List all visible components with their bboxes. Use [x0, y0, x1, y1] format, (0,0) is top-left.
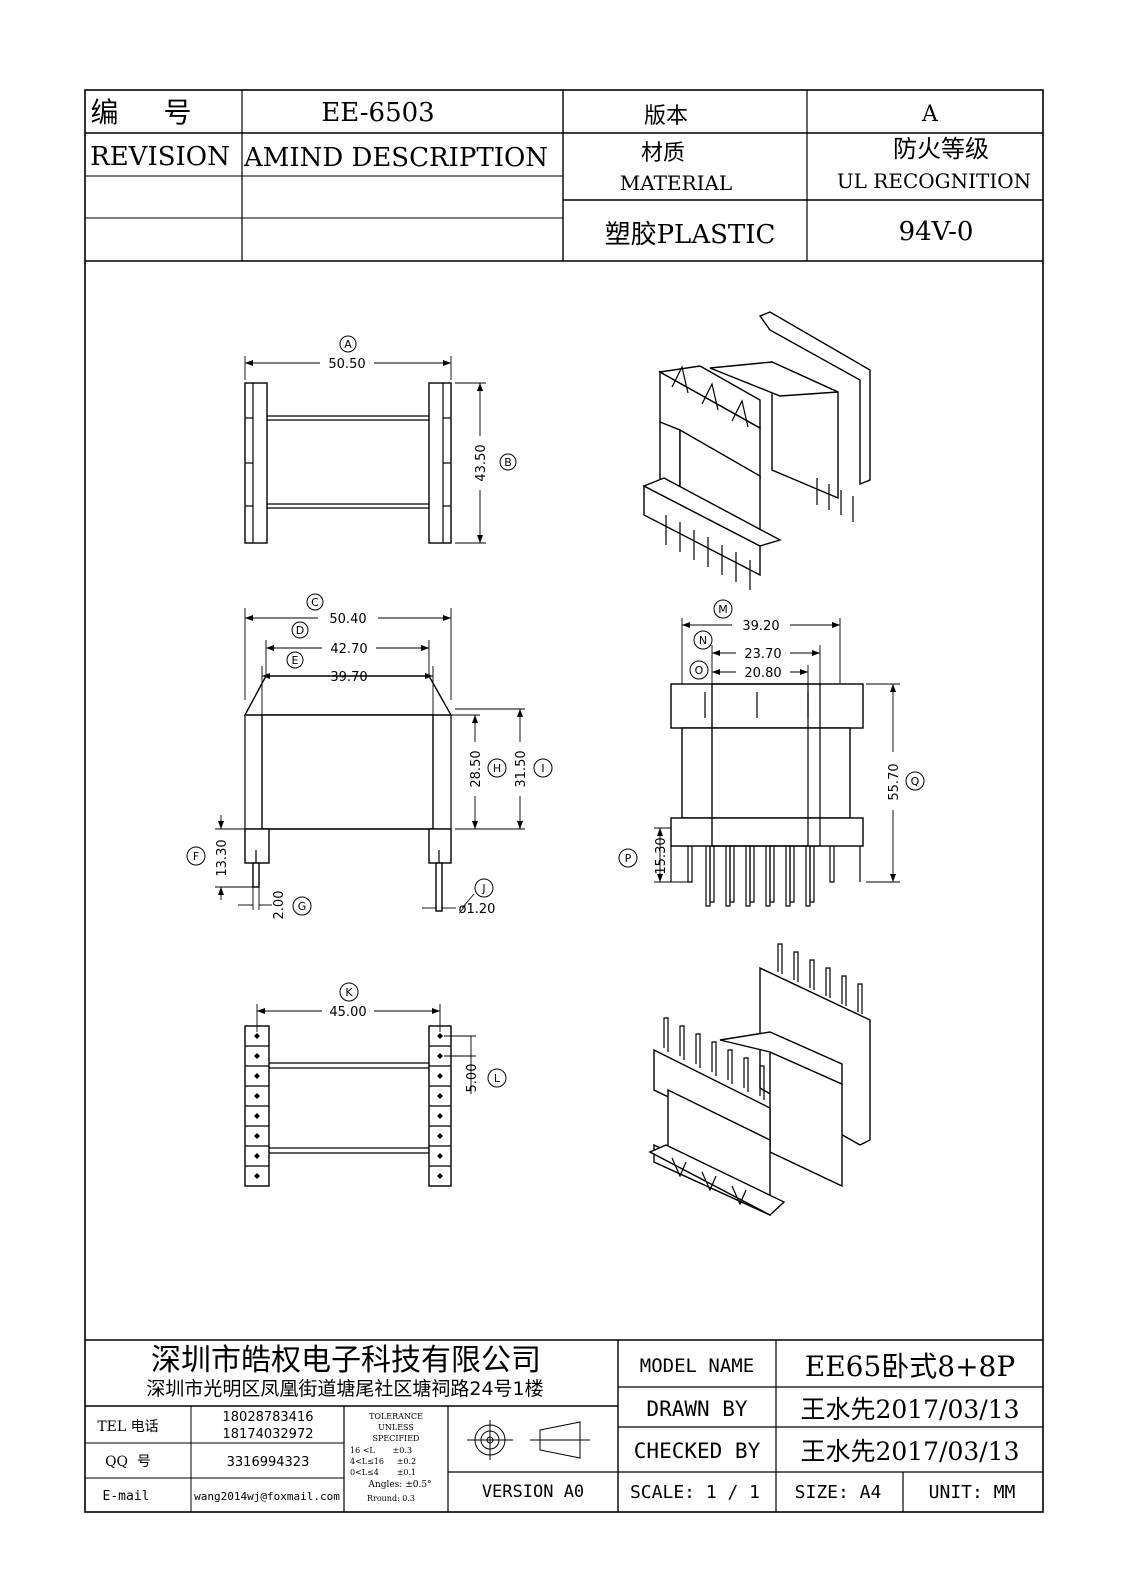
version-label: 版本	[644, 104, 688, 129]
dim-E-value: 39.70	[330, 670, 367, 685]
revision-label: REVISION	[90, 142, 230, 172]
tolerance-row-3: 0<L≤4 ±0.1	[350, 1468, 416, 1477]
callout-K: K	[345, 986, 353, 999]
tolerance-round: Rround: 0.3	[367, 1494, 415, 1503]
sheet-frame	[84, 89, 1044, 1513]
drawn-by-value: 王水先2017/03/13	[800, 1395, 1019, 1424]
code-value: EE-6503	[321, 98, 434, 128]
tel-label: TEL 电话	[97, 1419, 158, 1435]
dim-I-value: 31.50	[514, 750, 529, 787]
tolerance-row-1: 16 <L ±0.3	[350, 1446, 412, 1455]
dim-K-value: 45.00	[329, 1005, 366, 1020]
dim-M-value: 39.20	[742, 619, 779, 634]
model-name-value: EE65卧式8+8P	[805, 1350, 1015, 1383]
email-value: wang2014wj@foxmail.com	[194, 1490, 340, 1503]
dim-G-value: 2.00	[272, 891, 287, 920]
material-value: 塑胶PLASTIC	[605, 220, 776, 250]
code-label: 编 号	[91, 96, 210, 129]
tolerance-title-2: UNLESS	[378, 1423, 414, 1432]
company-address: 深圳市光明区凤凰街道塘尾社区塘祠路24号1楼	[146, 1378, 543, 1400]
dim-N-value: 23.70	[744, 647, 781, 662]
size-text: SIZE: A4	[795, 1482, 882, 1503]
header-table: 编 号 EE-6503 版本 A REVISION AMIND DESCRIPT…	[85, 90, 1043, 262]
front-view: 50.40 C 42.70 D 39.70 E 28.50 H 31.50	[186, 593, 553, 920]
title-block: 深圳市皓权电子科技有限公司 深圳市光明区凤凰街道塘尾社区塘祠路24号1楼 TEL…	[85, 1339, 1043, 1512]
callout-J: J	[481, 882, 485, 895]
dim-B-value: 43.50	[474, 444, 489, 481]
qq-label: QQ 号	[105, 1454, 151, 1470]
dim-H-value: 28.50	[469, 750, 484, 787]
checked-by-label: CHECKED BY	[634, 1439, 761, 1463]
tolerance-angles: Angles: ±0.5°	[367, 1480, 431, 1490]
pin-view: 45.00 K 5.00 L	[244, 982, 507, 1187]
model-name-label: MODEL NAME	[640, 1355, 754, 1377]
isometric-view-bottom	[648, 943, 871, 1217]
version-value: A	[921, 102, 939, 127]
tolerance-row-2: 4<L≤16 ±0.2	[350, 1457, 416, 1466]
drawn-by-label: DRAWN BY	[646, 1397, 748, 1421]
tel-1: 18028783416	[223, 1410, 314, 1425]
callout-C: C	[311, 596, 319, 609]
material-label-cn: 材质	[641, 141, 685, 166]
tolerance-title-1: TOLERANCE	[369, 1412, 423, 1421]
callout-Q: Q	[911, 775, 920, 788]
callout-D: D	[296, 624, 304, 637]
dim-C-value: 50.40	[329, 612, 366, 627]
dim-O-value: 20.80	[744, 666, 781, 681]
dim-L-value: 5.00	[465, 1064, 480, 1093]
callout-F: F	[193, 850, 199, 863]
callout-I: I	[541, 762, 544, 775]
callout-H: H	[493, 762, 501, 775]
callout-M: M	[718, 603, 728, 616]
callout-N: N	[699, 634, 707, 647]
side-view: 39.20 M 23.70 N 20.80 O 55.70 Q 15.30	[618, 599, 925, 907]
callout-O: O	[695, 664, 704, 677]
qq-value: 3316994323	[227, 1455, 310, 1470]
callout-E: E	[292, 654, 299, 667]
dim-D-value: 42.70	[330, 642, 367, 657]
version-text: VERSION A0	[482, 1482, 584, 1502]
dim-J-value: ø1.20	[459, 902, 496, 917]
amend-description-label: AMIND DESCRIPTION	[243, 143, 548, 173]
tel-2: 18174032972	[223, 1427, 314, 1442]
top-view: 50.50 A 43.50 B	[244, 335, 517, 544]
isometric-view-top	[642, 311, 871, 590]
checked-by-value: 王水先2017/03/13	[800, 1437, 1019, 1466]
callout-B: B	[504, 456, 512, 469]
tolerance-title-3: SPECIFIED	[373, 1434, 420, 1443]
ul-label-cn: 防火等级	[893, 135, 989, 163]
callout-L: L	[494, 1072, 501, 1085]
ul-label-en: UL RECOGNITION	[837, 169, 1031, 193]
dim-Q-value: 55.70	[887, 763, 902, 800]
scale-text: SCALE: 1 / 1	[630, 1482, 760, 1503]
ul-value: 94V-0	[899, 217, 974, 247]
material-label-en: MATERIAL	[620, 171, 732, 195]
callout-G: G	[298, 900, 307, 913]
callout-P: P	[625, 852, 632, 865]
company-name: 深圳市皓权电子科技有限公司	[151, 1343, 541, 1378]
callout-A: A	[344, 338, 352, 351]
dim-A-value: 50.50	[328, 357, 365, 372]
unit-text: UNIT: MM	[929, 1482, 1016, 1503]
dim-F-value: 13.30	[215, 839, 230, 876]
email-label: E-mail	[103, 1489, 150, 1504]
dim-P-value: 15.30	[654, 837, 669, 874]
projection-symbol-icon	[467, 1420, 590, 1460]
